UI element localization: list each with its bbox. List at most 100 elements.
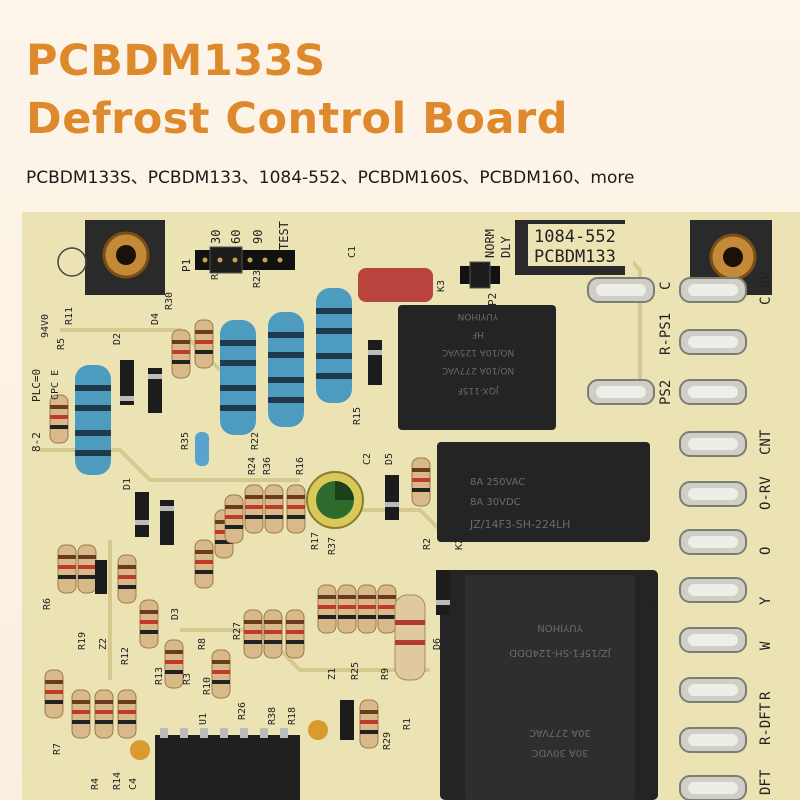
ref-label: R23 xyxy=(252,270,263,288)
ref-label: C2 xyxy=(362,453,373,465)
resistor xyxy=(286,484,306,534)
spade-terminals xyxy=(587,277,747,800)
jumper-p2: P2 xyxy=(486,293,499,306)
ref-label: R3 xyxy=(182,673,193,685)
relay-large: 30A 30VDC 30A 277VAC JZ/15F1-SH-124DDD Y… xyxy=(440,570,658,800)
resistor xyxy=(317,584,337,634)
ref-label: R11 xyxy=(64,307,75,325)
jumper-90: 90 xyxy=(251,230,265,244)
terminal-label: W xyxy=(758,641,774,650)
svg-text:NO/10A 277VAC: NO/10A 277VAC xyxy=(442,365,514,375)
ref-label: R12 xyxy=(120,647,131,665)
ref-label: R16 xyxy=(295,457,306,475)
ref-label: Z2 xyxy=(98,638,109,650)
resistor xyxy=(243,609,263,659)
product-title-line2: Defrost Control Board xyxy=(26,94,568,144)
ref-label: R7 xyxy=(52,743,63,755)
spade-terminal xyxy=(679,431,747,457)
resistor xyxy=(263,609,283,659)
terminal-label: PS2 xyxy=(658,380,674,405)
power-resistor xyxy=(394,594,426,681)
spade-terminal xyxy=(679,775,747,800)
plc-label: PLC=0 xyxy=(30,369,43,402)
ref-label: R19 xyxy=(77,632,88,650)
spade-terminal xyxy=(679,677,747,703)
svg-text:30A 30VDC: 30A 30VDC xyxy=(531,747,588,758)
jumper-test: TEST xyxy=(277,221,291,250)
terminal-label: DFT xyxy=(758,769,774,795)
ref-label: R9 xyxy=(380,668,391,680)
ref-label: R22 xyxy=(250,432,261,450)
resistor xyxy=(224,494,244,544)
hole-outline xyxy=(57,247,87,277)
ref-label: R6 xyxy=(42,598,53,610)
terminal-label: Y xyxy=(758,596,774,605)
resistor xyxy=(194,539,214,589)
resistor xyxy=(77,544,97,594)
date-label: 8-2 xyxy=(30,432,43,452)
spade-terminal xyxy=(679,627,747,653)
resistor xyxy=(377,584,397,634)
ref-label: R17 xyxy=(310,532,321,550)
spade-terminal xyxy=(679,329,747,355)
ref-label: R29 xyxy=(382,732,393,750)
spade-terminal xyxy=(679,577,747,603)
relay-k2: 8A 250VAC 8A 30VDC JZ/14F3-SH-224LH xyxy=(437,442,650,542)
ref-label: Z1 xyxy=(327,668,338,680)
resistor xyxy=(49,394,69,444)
ref-label: R35 xyxy=(180,432,191,450)
ref-label: C3 xyxy=(292,738,303,750)
cpc-label: CPC E xyxy=(50,370,61,400)
circuit-board-photo: 1084-552 PCBDM133 30 60 90 TEST P1 NORM … xyxy=(22,212,800,800)
jumper-dly: DLY xyxy=(499,236,513,258)
ref-label: R8 xyxy=(197,638,208,650)
terminal-label: O-RV xyxy=(758,476,774,510)
ref-label: K2 xyxy=(454,538,465,550)
label-area xyxy=(528,224,633,266)
diodes xyxy=(95,340,450,740)
terminal-label: CNT xyxy=(758,429,774,455)
resistor xyxy=(244,484,264,534)
jumper-norm: NORM xyxy=(483,229,497,258)
ref-label: D5 xyxy=(384,453,395,465)
resistor xyxy=(337,584,357,634)
board-part-number: 1084-552 xyxy=(534,227,616,247)
terminal-label: C xyxy=(658,282,674,290)
ref-label: US xyxy=(647,598,658,610)
product-title-line1: PCBDM133S xyxy=(26,36,326,86)
ref-label: D1 xyxy=(122,478,133,490)
ref-label: R27 xyxy=(232,622,243,640)
resistor xyxy=(211,649,231,699)
ceramic-capacitor-c3 xyxy=(308,720,328,740)
spade-terminal xyxy=(679,481,747,507)
ref-label: R31 xyxy=(210,262,221,280)
code-label: 94V0 xyxy=(40,314,51,338)
svg-text:8A 250VAC: 8A 250VAC xyxy=(470,477,525,488)
resistor xyxy=(264,484,284,534)
spade-terminal xyxy=(587,379,747,405)
ref-label: D6 xyxy=(432,638,443,650)
jumper-p1: P1 xyxy=(180,259,193,272)
ref-label: U1 xyxy=(198,713,209,725)
terminal-label: R-PS1 xyxy=(658,313,674,355)
jumper-60: 60 xyxy=(229,230,243,244)
speed-jumper-header xyxy=(195,246,295,274)
spade-terminal xyxy=(679,727,747,753)
resistor xyxy=(117,554,137,604)
resistor xyxy=(214,509,234,559)
ref-label: R5 xyxy=(56,338,67,350)
ref-label: R15 xyxy=(352,407,363,425)
relay-k3: JQX-115F NO/10A 277VAC NO/10A 125VAC HF … xyxy=(398,305,556,430)
svg-text:JQX-115F: JQX-115F xyxy=(457,385,499,395)
svg-text:YUYIHON: YUYIHON xyxy=(458,311,500,321)
svg-text:NO/10A 125VAC: NO/10A 125VAC xyxy=(442,347,514,357)
board-model: PCBDM133 xyxy=(534,247,616,267)
resistor xyxy=(57,544,77,594)
ref-label: R18 xyxy=(287,707,298,725)
delay-jumper-header xyxy=(460,261,500,289)
resistor xyxy=(164,639,184,689)
svg-text:8A 30VDC: 8A 30VDC xyxy=(470,497,521,508)
